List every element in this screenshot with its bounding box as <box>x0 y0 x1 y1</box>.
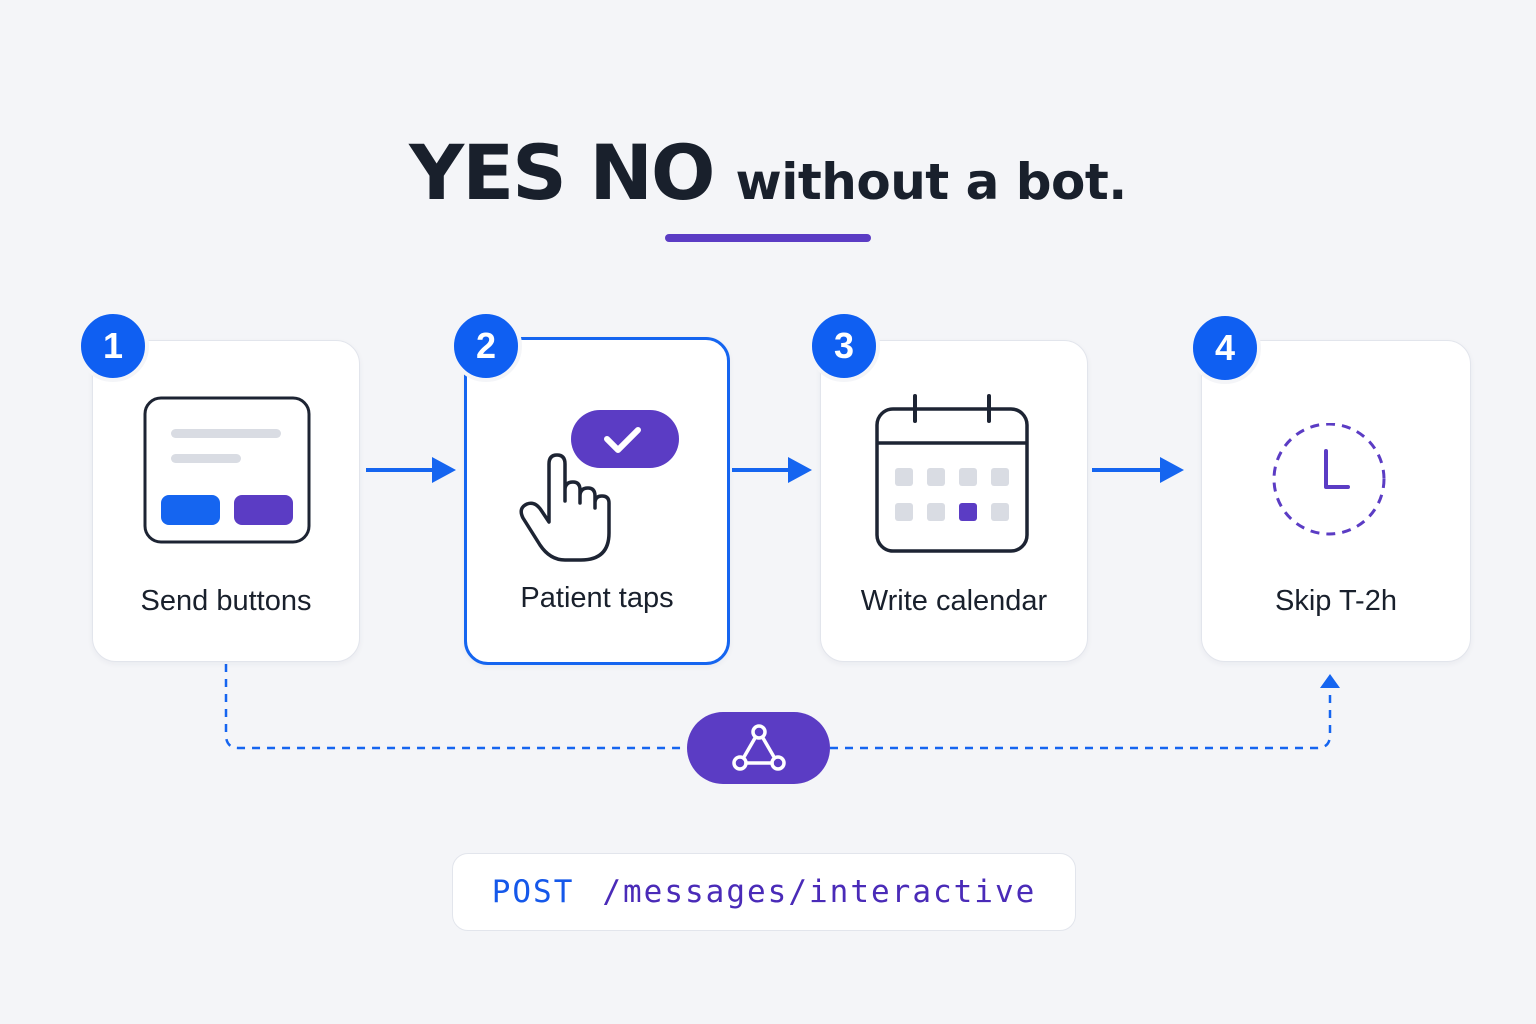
webhook-icon <box>731 724 786 771</box>
endpoint-method: POST <box>491 874 575 910</box>
flow-arrow <box>1092 457 1184 483</box>
calendar-icon <box>875 394 1029 553</box>
endpoint-code-box: POST /messages/interactive <box>452 853 1076 931</box>
webhook-hub <box>687 712 830 784</box>
flow-arrow <box>366 457 456 483</box>
step-card-write-calendar: Write calendar <box>820 340 1088 662</box>
step-badge-1: 1 <box>77 310 149 382</box>
step-badge-3: 3 <box>808 310 880 382</box>
step-label: Write calendar <box>860 585 1048 617</box>
message-buttons-icon <box>143 396 311 544</box>
step-label: Skip T-2h <box>1275 585 1397 617</box>
headline: YES NO without a bot. <box>0 128 1536 218</box>
step-badge-4: 4 <box>1189 312 1261 384</box>
step-card-patient-taps: Patient taps <box>464 337 730 665</box>
clock-icon <box>1272 423 1386 536</box>
headline-subtitle: without a bot. <box>735 153 1128 211</box>
step-label: Send buttons <box>140 585 312 617</box>
headline-underline <box>665 234 871 242</box>
headline-yes-no: YES NO <box>409 128 715 217</box>
step-label: Patient taps <box>520 582 674 614</box>
endpoint-path: /messages/interactive <box>602 874 1037 910</box>
step-badge-2: 2 <box>450 310 522 382</box>
flow-arrow <box>732 457 812 483</box>
step-card-send-buttons: Send buttons <box>92 340 360 662</box>
step-card-skip: Skip T-2h <box>1201 340 1471 662</box>
tap-hand-icon <box>519 410 679 562</box>
